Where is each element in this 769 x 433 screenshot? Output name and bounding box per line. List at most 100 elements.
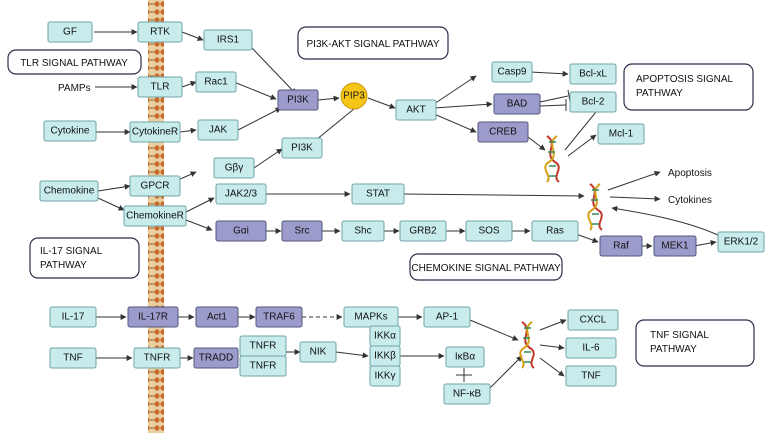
node-bcl2: Bcl-2: [569, 91, 617, 113]
node-grb2: GRB2: [399, 220, 447, 242]
svg-text:BAD: BAD: [507, 99, 528, 110]
node-gf: GF: [47, 21, 93, 43]
svg-text:TNF: TNF: [581, 371, 600, 382]
svg-text:TNF SIGNAL: TNF SIGNAL: [650, 330, 709, 341]
svg-text:PI3K: PI3K: [291, 143, 313, 154]
svg-text:MEK1: MEK1: [661, 241, 689, 252]
node-act1: Act1: [195, 306, 239, 328]
node-pip3: PIP3: [340, 82, 368, 110]
svg-text:Gβγ: Gβγ: [225, 163, 244, 174]
label-cytokines: Cytokines: [668, 195, 712, 206]
dna-helix-icon: [544, 135, 560, 183]
svg-text:NIK: NIK: [310, 347, 327, 358]
svg-text:IκBα: IκBα: [455, 352, 475, 363]
node-cytokiner: CytokineR: [129, 121, 181, 143]
svg-text:Casp9: Casp9: [498, 67, 527, 78]
node-bad: BAD: [493, 93, 541, 115]
svg-text:TRAF6: TRAF6: [263, 312, 295, 323]
node-pi3k-top: PI3K: [277, 89, 319, 111]
node-tradd: TRADD: [193, 347, 239, 369]
node-tnfr-b: TNFR: [239, 355, 287, 377]
svg-text:TNFR: TNFR: [250, 361, 277, 372]
svg-text:PATHWAY: PATHWAY: [40, 260, 87, 271]
svg-text:Bcl-xL: Bcl-xL: [579, 69, 607, 80]
node-raf: Raf: [599, 235, 643, 257]
svg-text:Cytokine: Cytokine: [51, 126, 90, 137]
label-apoptosis: Apoptosis: [668, 168, 712, 179]
svg-text:TNFR: TNFR: [144, 353, 171, 364]
svg-text:PATHWAY: PATHWAY: [650, 344, 697, 355]
svg-text:IL-17: IL-17: [62, 312, 85, 323]
node-shc: Shc: [341, 220, 385, 242]
node-gpcr: GPCR: [129, 175, 181, 197]
svg-text:GRB2: GRB2: [409, 226, 437, 237]
node-mek1: MEK1: [653, 235, 697, 257]
svg-text:AP-1: AP-1: [436, 312, 459, 323]
svg-text:PI3K-AKT SIGNAL PATHWAY: PI3K-AKT SIGNAL PATHWAY: [307, 39, 440, 50]
node-rac1: Rac1: [195, 71, 237, 93]
svg-text:CREB: CREB: [489, 127, 517, 138]
svg-text:PI3K: PI3K: [287, 95, 309, 106]
node-akt: AKT: [395, 99, 437, 121]
svg-text:Bcl-2: Bcl-2: [582, 97, 605, 108]
node-chemokiner: ChemokineR: [123, 205, 187, 227]
node-ap1: AP-1: [423, 306, 471, 328]
svg-text:Raf: Raf: [613, 241, 629, 252]
node-mapks: MAPKs: [343, 306, 399, 328]
node-jak23: JAK2/3: [215, 183, 267, 205]
svg-text:Src: Src: [295, 226, 310, 237]
svg-text:Rac1: Rac1: [204, 77, 228, 88]
svg-text:TNF: TNF: [63, 353, 82, 364]
svg-text:PATHWAY: PATHWAY: [636, 88, 683, 99]
svg-text:CytokineR: CytokineR: [132, 127, 178, 138]
node-cytokine: Cytokine: [43, 120, 97, 142]
node-tlr: TLR: [137, 76, 183, 98]
dna-helix-icon: [587, 183, 603, 231]
svg-text:SOS: SOS: [478, 226, 499, 237]
svg-text:JAK2/3: JAK2/3: [225, 189, 258, 200]
node-traf6: TRAF6: [255, 306, 303, 328]
node-tnf: TNF: [49, 347, 97, 369]
node-tnfr: TNFR: [133, 347, 181, 369]
svg-text:JAK: JAK: [209, 125, 228, 136]
svg-text:RTK: RTK: [150, 27, 170, 38]
node-nfkb: NF-κB: [443, 383, 491, 405]
svg-text:TLR: TLR: [151, 82, 170, 93]
title-tlr: TLR SIGNAL PATHWAY: [7, 49, 142, 75]
svg-text:APOPTOSIS SIGNAL: APOPTOSIS SIGNAL: [636, 74, 734, 85]
svg-text:IKKβ: IKKβ: [374, 351, 396, 362]
title-tnf: TNF SIGNAL PATHWAY: [635, 319, 755, 367]
node-casp9: Casp9: [491, 61, 533, 83]
svg-text:MAPKs: MAPKs: [354, 312, 387, 323]
svg-text:Chemokine: Chemokine: [44, 186, 95, 197]
svg-text:Mcl-1: Mcl-1: [609, 129, 634, 140]
svg-text:STAT: STAT: [366, 189, 390, 200]
svg-text:ERK1/2: ERK1/2: [724, 237, 759, 248]
node-pi3k-mid: PI3K: [281, 137, 323, 159]
dna-helix-icon: [519, 321, 535, 369]
node-creb: CREB: [477, 121, 529, 143]
node-tnf-out: TNF: [565, 365, 617, 387]
node-tnfr-a: TNFR: [239, 335, 287, 357]
svg-text:GPCR: GPCR: [141, 181, 170, 192]
svg-text:Shc: Shc: [354, 226, 371, 237]
title-il17: IL-17 SIGNAL PATHWAY: [29, 237, 140, 279]
title-chemokine: CHEMOKINE SIGNAL PATHWAY: [409, 253, 563, 281]
node-ikka: IKKα: [369, 325, 401, 347]
title-pi3k-akt: PI3K-AKT SIGNAL PATHWAY: [297, 26, 449, 60]
svg-text:TRADD: TRADD: [199, 353, 233, 364]
title-apoptosis: APOPTOSIS SIGNAL PATHWAY: [623, 63, 754, 111]
node-cxcl: CXCL: [567, 309, 619, 331]
node-src: Src: [281, 220, 323, 242]
node-irs1: IRS1: [203, 29, 253, 51]
node-sos: SOS: [465, 220, 513, 242]
edges: [94, 29, 721, 389]
node-ras: Ras: [531, 220, 579, 242]
svg-text:NF-κB: NF-κB: [453, 389, 482, 400]
svg-text:Act1: Act1: [207, 312, 227, 323]
node-erk12: ERK1/2: [717, 231, 765, 253]
node-ikkb: IKKβ: [369, 345, 401, 367]
svg-text:IKKγ: IKKγ: [374, 371, 395, 382]
